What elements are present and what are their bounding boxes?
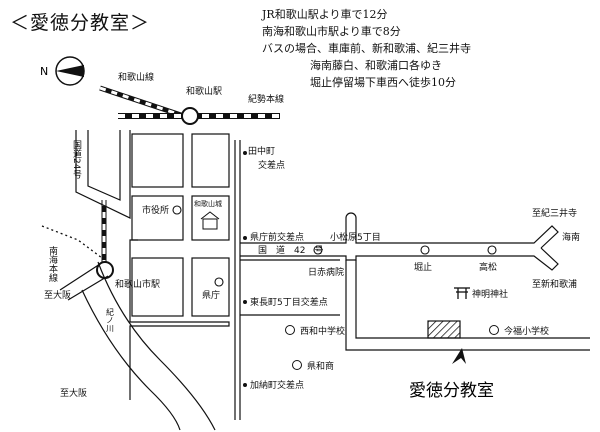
label-kencho-mae: 県庁前交差点 bbox=[250, 231, 304, 243]
label-river: 紀ノ川 bbox=[106, 307, 115, 332]
school-icon bbox=[285, 325, 499, 370]
label-nankai-line: 南海本線 bbox=[47, 245, 58, 282]
label-wakayamashi-station: 和歌山市駅 bbox=[115, 278, 160, 290]
label-to-shinwaka: 至新和歌浦 bbox=[532, 278, 577, 290]
label-imafuku: 今福小学校 bbox=[504, 325, 549, 337]
page-title: ＜愛徳分教室＞ bbox=[10, 12, 151, 34]
label-castle: 和歌山城 bbox=[194, 199, 222, 208]
shrine-icon bbox=[454, 287, 470, 299]
label-komatsubara: 小松原5丁目 bbox=[330, 231, 381, 243]
label-horidome: 堀止 bbox=[414, 261, 432, 273]
label-takamatsu: 高松 bbox=[479, 261, 497, 273]
label-tanakamachi: 田中町 bbox=[248, 145, 275, 157]
label-wakayama-station: 和歌山駅 bbox=[186, 85, 222, 97]
label-nishiwa: 西和中学校 bbox=[300, 325, 345, 337]
landmark-markers bbox=[172, 205, 497, 287]
label-kainan: 海南 bbox=[562, 231, 580, 243]
road-to-osaka bbox=[59, 263, 109, 301]
label-nisseki: 日赤病院 bbox=[308, 266, 344, 278]
label-city-hall: 市役所 bbox=[142, 204, 169, 216]
access-info: JR和歌山駅より車で12分 南海和歌山市駅より車で8分 バスの場合、車庫前、新和… bbox=[262, 6, 596, 91]
label-kencho: 県庁 bbox=[202, 289, 220, 301]
compass-icon: N bbox=[40, 56, 85, 86]
kinokawa-river bbox=[81, 261, 216, 431]
label-to-osaka-2: 至大阪 bbox=[60, 387, 87, 399]
label-school: 愛徳分教室 bbox=[409, 381, 494, 401]
label-kisei-line: 紀勢本線 bbox=[248, 93, 284, 105]
wakayama-station-marker bbox=[181, 107, 199, 125]
road-network bbox=[75, 130, 590, 420]
label-wakayama-line: 和歌山線 bbox=[118, 71, 154, 83]
arrow-icon bbox=[452, 348, 466, 364]
label-route24: 国道24号 bbox=[71, 140, 82, 179]
access-line: JR和歌山駅より車で12分 bbox=[262, 8, 388, 21]
intersection-dots bbox=[243, 151, 247, 387]
aitoku-building bbox=[427, 320, 461, 339]
access-line: バスの場合、車庫前、新和歌浦、紀三井寺 bbox=[262, 42, 471, 55]
label-shinmei: 神明神社 bbox=[472, 288, 508, 300]
label-tanakamachi-cross: 交差点 bbox=[258, 159, 285, 171]
north-label: N bbox=[40, 65, 48, 78]
label-to-kimiidera: 至紀三井寺 bbox=[532, 207, 577, 219]
label-route42: 国 道 42 号 bbox=[258, 244, 323, 256]
label-kenwa: 県和商 bbox=[307, 360, 334, 372]
label-to-osaka-1: 至大阪 bbox=[44, 289, 71, 301]
access-line: 海南藤白、和歌浦口各ゆき bbox=[310, 59, 442, 72]
access-line: 堀止停留場下車西へ徒歩10分 bbox=[310, 76, 456, 89]
label-higashinagacho: 東長町5丁目交差点 bbox=[250, 296, 328, 308]
label-kanocho: 加納町交差点 bbox=[250, 379, 304, 391]
access-line: 南海和歌山市駅より車で8分 bbox=[262, 25, 401, 38]
castle-icon bbox=[200, 211, 220, 230]
